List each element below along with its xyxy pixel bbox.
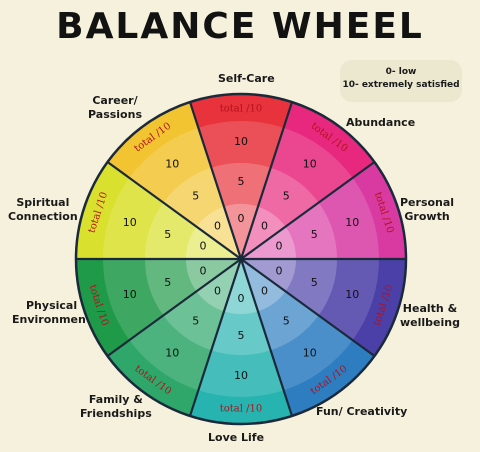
segment-divider — [106, 161, 242, 260]
label-health-wellbeing: Health & wellbeing — [400, 302, 460, 329]
score-5: 5 — [192, 190, 199, 203]
score-10: 10 — [345, 288, 359, 301]
score-10: 10 — [303, 157, 317, 170]
segment-fun-creativity — [241, 259, 375, 416]
score-0: 0 — [238, 292, 245, 305]
label-physical-environment: Physical Environment — [12, 299, 92, 326]
label-career-passions: Career/ Passions — [88, 94, 142, 121]
score-0: 0 — [276, 240, 283, 253]
score-0: 0 — [199, 264, 206, 277]
score-5: 5 — [192, 314, 199, 327]
score-10: 10 — [165, 347, 179, 360]
segment-divider — [239, 101, 294, 260]
ring-3 — [224, 259, 258, 314]
score-10: 10 — [345, 216, 359, 229]
score-0: 0 — [214, 284, 221, 297]
label-personal-growth: Personal Growth — [400, 196, 455, 223]
score-0: 0 — [214, 220, 221, 233]
score-10: 10 — [123, 216, 137, 229]
segment-divider — [239, 258, 294, 417]
score-5: 5 — [164, 276, 171, 289]
score-5: 5 — [283, 314, 290, 327]
ring-3 — [185, 226, 241, 259]
segment-divider — [188, 258, 243, 417]
segment-divider — [188, 101, 243, 260]
label-fun-creativity: Fun/ Creativity — [316, 405, 408, 418]
legend-high: 10- extremely satisfied — [342, 80, 460, 90]
segment-love-life — [190, 259, 292, 424]
ring-3 — [241, 259, 286, 312]
segment-self-care — [190, 94, 292, 260]
total-label: total /10 — [220, 104, 263, 115]
ring-3 — [241, 259, 296, 292]
score-0: 0 — [276, 264, 283, 277]
label-spiritual-connection: Spiritual Connection — [8, 196, 78, 223]
segment-divider — [240, 161, 376, 260]
score-5: 5 — [283, 190, 290, 203]
score-5: 5 — [238, 175, 245, 188]
segment-divider — [106, 258, 242, 357]
ring-3 — [196, 259, 241, 312]
segment-health-wellbeing — [241, 259, 406, 356]
wheel-hub — [238, 256, 244, 262]
segment-career-passions — [107, 102, 241, 259]
score-5: 5 — [311, 276, 318, 289]
score-5: 5 — [238, 329, 245, 342]
wheel-rim — [74, 92, 408, 426]
score-10: 10 — [234, 369, 248, 382]
score-0: 0 — [199, 240, 206, 253]
score-10: 10 — [123, 288, 137, 301]
scale-legend: 0- low 10- extremely satisfied — [340, 60, 462, 102]
label-family-friendships: Family & Friendships — [80, 393, 152, 420]
ring-3 — [241, 226, 296, 259]
total-label: total /10 — [220, 404, 263, 415]
segment-family-friendships — [107, 259, 241, 416]
ring-3 — [224, 204, 258, 259]
segment-divider — [240, 258, 376, 357]
score-0: 0 — [238, 212, 245, 225]
score-10: 10 — [303, 347, 317, 360]
label-abundance: Abundance — [346, 116, 416, 129]
score-10: 10 — [165, 157, 179, 170]
score-0: 0 — [261, 220, 268, 233]
label-love-life: Love Life — [208, 431, 265, 444]
score-5: 5 — [164, 228, 171, 241]
label-self-care: Self-Care — [218, 72, 275, 85]
legend-low: 0- low — [385, 67, 417, 77]
segment-abundance — [241, 102, 375, 259]
segment-physical-environment — [76, 259, 241, 356]
segment-spiritual-connection — [76, 162, 241, 259]
score-10: 10 — [234, 135, 248, 148]
score-5: 5 — [311, 228, 318, 241]
ring-3 — [241, 206, 286, 259]
segment-personal-growth — [241, 162, 406, 259]
page-title: BALANCE WHEEL — [56, 6, 424, 47]
ring-3 — [196, 206, 241, 259]
ring-3 — [185, 259, 241, 292]
score-0: 0 — [261, 284, 268, 297]
